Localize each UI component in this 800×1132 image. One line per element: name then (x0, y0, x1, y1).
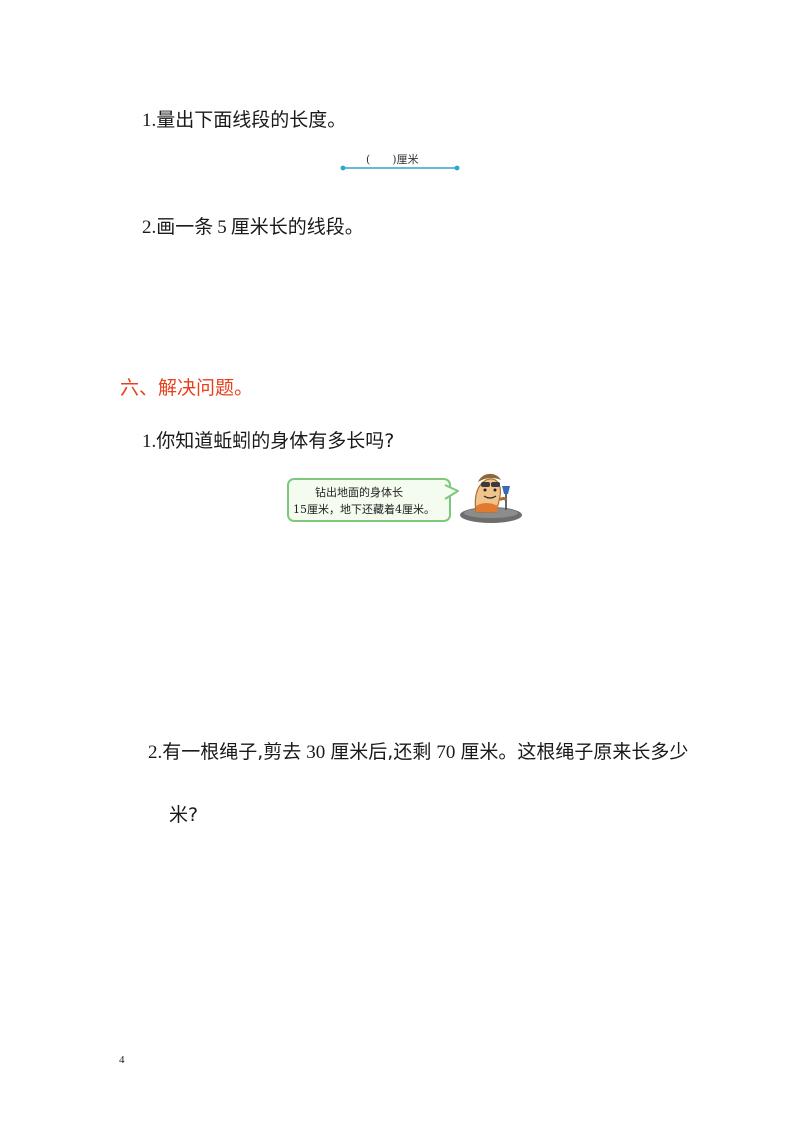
question-text: 画一条 (156, 216, 214, 238)
question-text: 厘米。这根绳子原来长多少 (460, 741, 689, 763)
answer-blank: ( ) (366, 153, 397, 166)
question-text: 厘米长的线段。 (230, 216, 364, 238)
length-value: 5 (217, 217, 227, 238)
question-number: 2. (142, 217, 157, 238)
earthworm-icon (460, 473, 522, 523)
page-number: 4 (119, 1054, 125, 1066)
problem-2-continued: 米? (169, 804, 199, 826)
bubble-tail (444, 484, 459, 500)
cut-length-value: 30 (306, 742, 326, 763)
measure-label: ( )厘米 (366, 151, 419, 167)
question-number: 2. (148, 742, 163, 763)
question-1: 1.量出下面线段的长度。 (142, 108, 346, 133)
bubble-line-1: 钻出地面的身体长 (315, 486, 403, 499)
speech-bubble: 钻出地面的身体长 15厘米，地下还藏着4厘米。 (287, 478, 451, 522)
bubble-line-2: 15厘米，地下还藏着4厘米。 (293, 503, 435, 516)
question-text: 你知道蚯蚓的身体有多长吗? (156, 430, 395, 452)
line-segment (340, 165, 460, 171)
segment-endpoint-left (340, 165, 346, 171)
question-number: 1. (142, 110, 157, 131)
question-text: 有一根绳子,剪去 (162, 741, 302, 763)
problem-1: 1.你知道蚯蚓的身体有多长吗? (142, 429, 394, 454)
question-number: 1. (142, 431, 157, 452)
segment-endpoint-right (454, 165, 460, 171)
remaining-length-value: 70 (436, 742, 456, 763)
section-title: 六、解决问题。 (120, 377, 254, 399)
question-text: 厘米后,还剩 (330, 741, 432, 763)
unit-label: 厘米 (396, 153, 419, 166)
question-text: 量出下面线段的长度。 (156, 109, 347, 131)
